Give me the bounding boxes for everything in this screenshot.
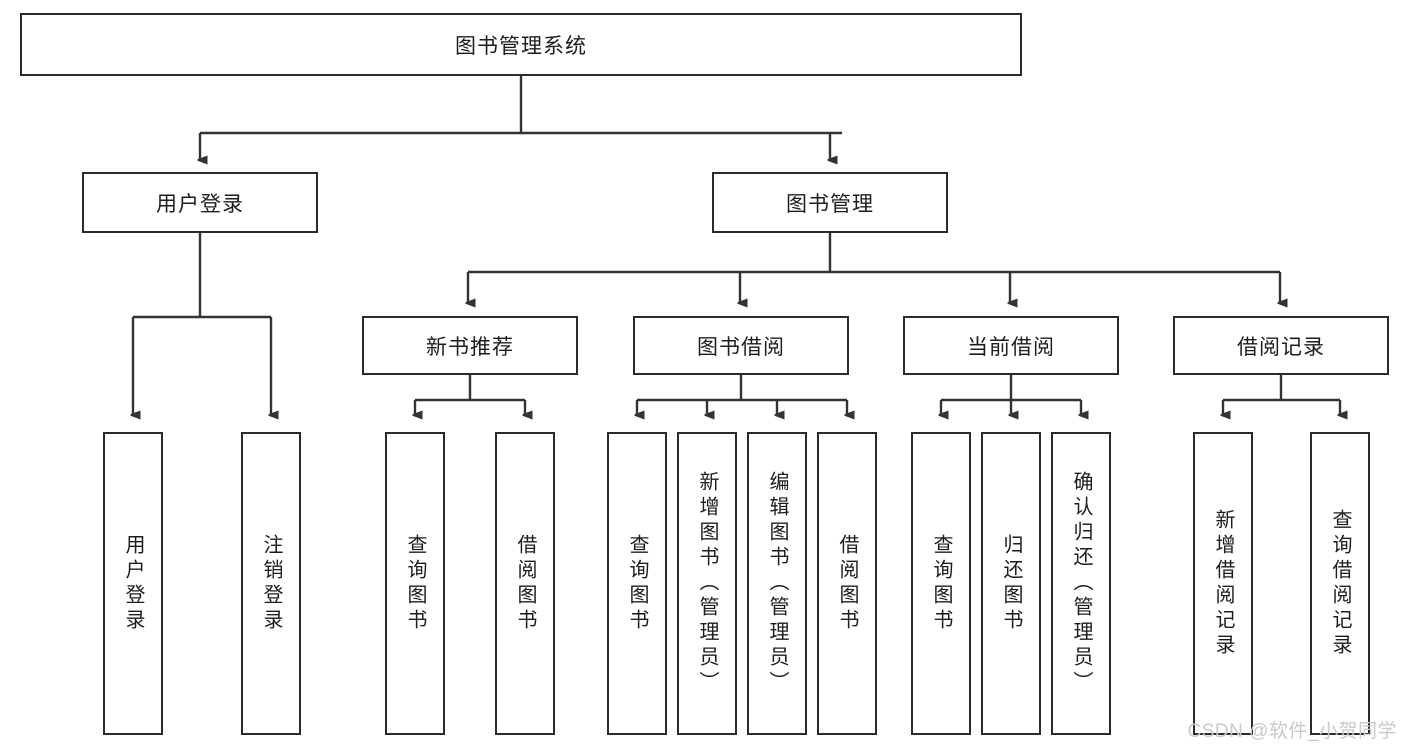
node-book-manage-label: 图书管理 [786,192,874,216]
node-leaf-query-book-3-label: 查询图书 [930,533,952,634]
node-root[interactable]: 图书管理系统 [20,13,1022,76]
node-leaf-query-book-1-label: 查询图书 [404,533,426,634]
node-leaf-return-book[interactable]: 归还图书 [981,432,1041,735]
node-new-book-recommend[interactable]: 新书推荐 [362,316,578,375]
node-leaf-borrow-book-1-label: 借阅图书 [514,533,536,634]
node-root-label: 图书管理系统 [455,34,587,58]
node-book-manage[interactable]: 图书管理 [712,172,948,233]
node-leaf-query-book-3[interactable]: 查询图书 [911,432,971,735]
node-leaf-query-record[interactable]: 查询借阅记录 [1310,432,1370,735]
node-leaf-add-book-label: 新增图书（管理员） [696,471,718,696]
node-new-book-recommend-label: 新书推荐 [426,335,514,359]
node-book-borrow[interactable]: 图书借阅 [633,316,849,375]
node-book-borrow-label: 图书借阅 [697,335,785,359]
node-leaf-logout-login-label: 注销登录 [260,533,282,634]
node-leaf-add-book[interactable]: 新增图书（管理员） [677,432,737,735]
node-leaf-edit-book[interactable]: 编辑图书（管理员） [747,432,807,735]
node-leaf-borrow-book-2[interactable]: 借阅图书 [817,432,877,735]
node-borrow-record[interactable]: 借阅记录 [1173,316,1389,375]
node-user-login[interactable]: 用户登录 [82,172,318,233]
node-leaf-query-book-2[interactable]: 查询图书 [607,432,667,735]
node-current-borrow[interactable]: 当前借阅 [903,316,1119,375]
node-leaf-logout-login[interactable]: 注销登录 [241,432,301,735]
node-borrow-record-label: 借阅记录 [1237,335,1325,359]
node-leaf-query-book-2-label: 查询图书 [626,533,648,634]
node-leaf-edit-book-label: 编辑图书（管理员） [766,471,788,696]
node-user-login-label: 用户登录 [156,192,244,216]
node-leaf-return-book-label: 归还图书 [1000,533,1022,634]
node-leaf-confirm-return[interactable]: 确认归还（管理员） [1051,432,1111,735]
node-leaf-borrow-book-2-label: 借阅图书 [836,533,858,634]
node-leaf-add-record[interactable]: 新增借阅记录 [1193,432,1253,735]
node-leaf-user-login-label: 用户登录 [122,533,144,634]
node-leaf-query-book-1[interactable]: 查询图书 [385,432,445,735]
node-leaf-add-record-label: 新增借阅记录 [1212,508,1234,659]
watermark: CSDN @软件_小贺同学 [1187,721,1397,742]
node-leaf-confirm-return-label: 确认归还（管理员） [1070,471,1092,696]
node-leaf-borrow-book-1[interactable]: 借阅图书 [495,432,555,735]
node-current-borrow-label: 当前借阅 [967,335,1055,359]
node-leaf-user-login[interactable]: 用户登录 [103,432,163,735]
node-leaf-query-record-label: 查询借阅记录 [1329,508,1351,659]
